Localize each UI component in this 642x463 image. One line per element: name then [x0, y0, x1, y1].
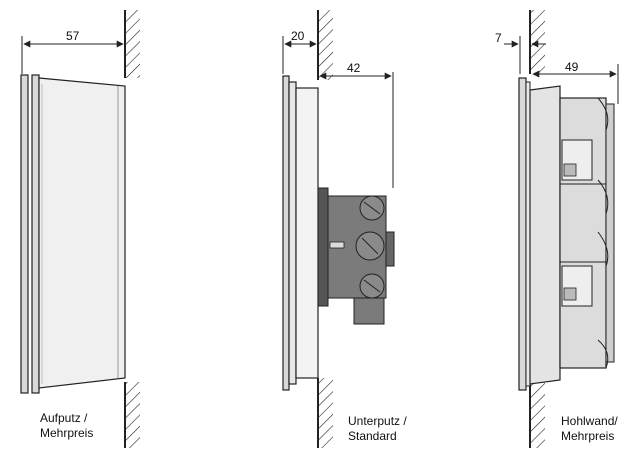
- wall-unterputz: [317, 10, 333, 448]
- label-unterputz-line2: Standard: [348, 429, 397, 443]
- dimension-label-42: 42: [347, 61, 361, 75]
- surface-box: [20, 74, 126, 394]
- dimension-label-7: 7: [495, 31, 502, 45]
- label-hohlwand-line1: Hohlwand/: [561, 414, 618, 428]
- label-aufputz-line2: Mehrpreis: [40, 426, 94, 440]
- dimension-49: [532, 64, 619, 104]
- dimension-20: [282, 36, 317, 74]
- variant-hohlwand: [504, 10, 619, 448]
- label-aufputz-line1: Aufputz /: [40, 411, 88, 425]
- wall-aufputz: [124, 10, 140, 448]
- dimension-7: [504, 36, 546, 74]
- dimension-57: [21, 36, 124, 74]
- cavity-box: [518, 77, 615, 391]
- dimension-label-57: 57: [66, 29, 80, 43]
- variant-unterputz: [282, 10, 395, 448]
- variant-aufputz: [20, 10, 140, 448]
- flush-box-body: [317, 187, 395, 325]
- dimension-42: [319, 72, 394, 188]
- flush-box-frame: [282, 75, 319, 391]
- label-hohlwand-line2: Mehrpreis: [561, 429, 615, 443]
- dimension-label-49: 49: [565, 60, 579, 74]
- label-unterputz-line1: Unterputz /: [348, 414, 407, 428]
- dimension-label-20: 20: [291, 29, 305, 43]
